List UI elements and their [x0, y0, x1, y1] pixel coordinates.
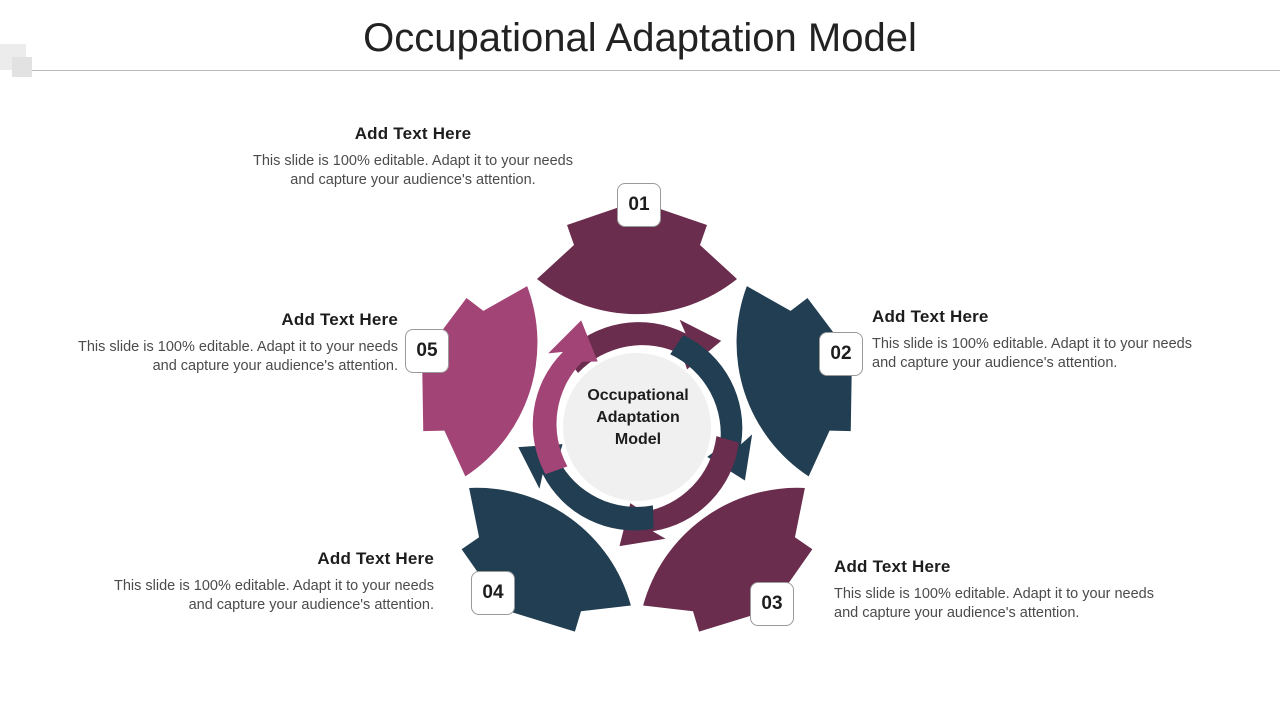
- step-body-02: This slide is 100% editable. Adapt it to…: [872, 336, 1192, 371]
- inner-arrow-ring: [518, 314, 753, 547]
- page-title: Occupational Adaptation Model: [363, 16, 917, 60]
- step-badge-01[interactable]: 01: [617, 183, 661, 227]
- ring-arrow-05[interactable]: [519, 314, 606, 480]
- step-title-05: Add Text Here: [281, 310, 398, 329]
- center-label-line-2: Adaptation: [596, 409, 680, 426]
- step-badge-05[interactable]: 05: [405, 329, 449, 373]
- step-text-03: Add Text Here This slide is 100% editabl…: [834, 557, 1164, 623]
- decorative-square-small: [12, 57, 32, 77]
- petal-01[interactable]: [537, 201, 737, 315]
- step-text-01: Add Text Here This slide is 100% editabl…: [248, 124, 578, 190]
- petal-05[interactable]: [397, 262, 561, 487]
- step-badge-02[interactable]: 02: [819, 332, 863, 376]
- step-body-05: This slide is 100% editable. Adapt it to…: [78, 339, 398, 374]
- step-body-03: This slide is 100% editable. Adapt it to…: [834, 586, 1154, 621]
- step-badge-04[interactable]: 04: [471, 571, 515, 615]
- step-title-02: Add Text Here: [872, 307, 989, 326]
- step-body-04: This slide is 100% editable. Adapt it to…: [114, 578, 434, 613]
- step-title-04: Add Text Here: [317, 549, 434, 568]
- step-badge-03[interactable]: 03: [750, 582, 794, 626]
- center-circle: [563, 353, 711, 501]
- step-text-02: Add Text Here This slide is 100% editabl…: [872, 307, 1202, 373]
- step-title-03: Add Text Here: [834, 557, 951, 576]
- header-divider: [18, 70, 1280, 71]
- step-text-04: Add Text Here This slide is 100% editabl…: [104, 549, 434, 615]
- center-label: Occupational Adaptation Model: [562, 385, 714, 451]
- step-title-01: Add Text Here: [354, 124, 472, 143]
- center-label-line-1: Occupational: [587, 387, 689, 404]
- center-label-line-3: Model: [614, 431, 662, 448]
- ring-arrow-01[interactable]: [562, 316, 723, 378]
- step-text-05: Add Text Here This slide is 100% editabl…: [68, 310, 398, 376]
- step-body-01: This slide is 100% editable. Adapt it to…: [253, 153, 573, 188]
